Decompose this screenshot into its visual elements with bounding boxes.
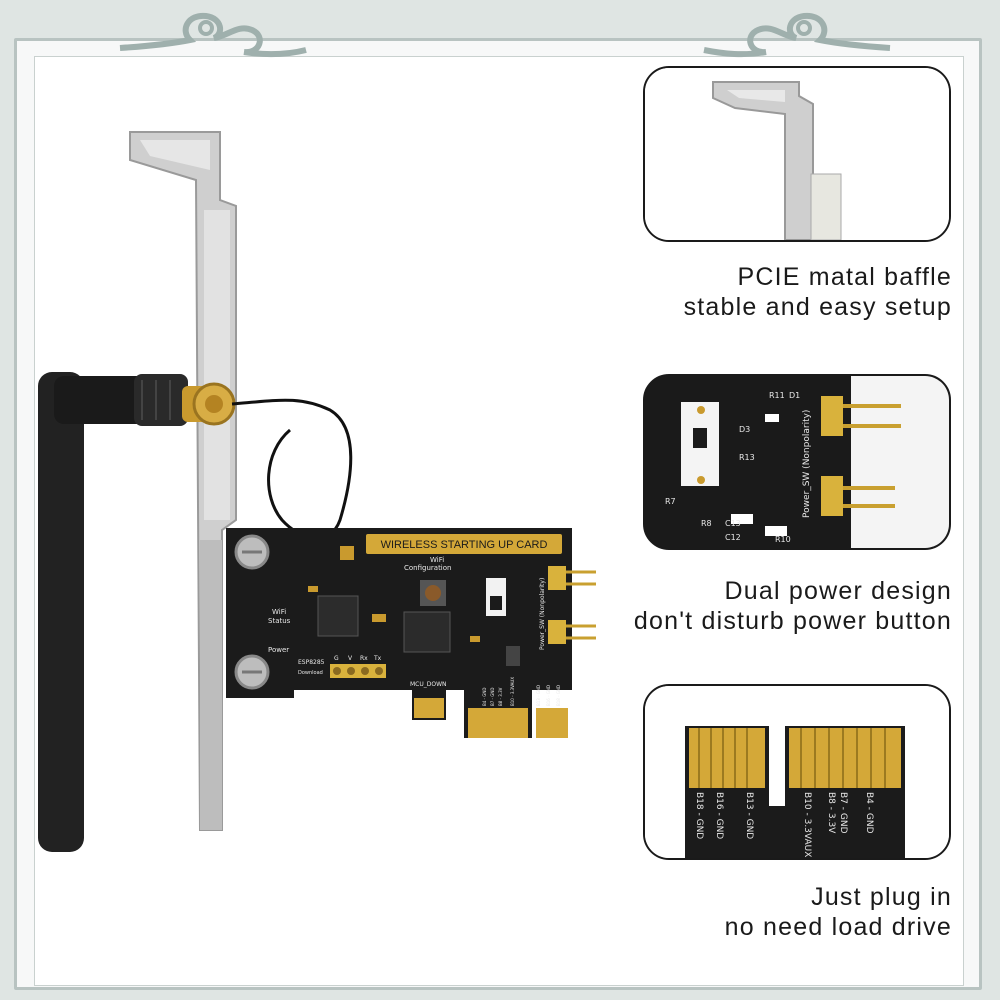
part-label: C13 [725, 519, 741, 528]
part-label: R13 [739, 453, 755, 462]
pin-label-v: V [348, 655, 353, 662]
board-title: WIRELESS STARTING UP CARD [381, 539, 548, 551]
part-label: D1 [789, 391, 800, 400]
pad-label: B4 - GND [864, 792, 874, 834]
sma-connector [182, 382, 236, 426]
antenna [38, 372, 188, 852]
power-label: Power [268, 646, 289, 654]
wifi-status-label2: Status [268, 617, 291, 625]
power-sw-closeup-label: Power_SW (Nonpolarity) [802, 410, 812, 518]
part-label: D3 [739, 425, 750, 434]
cloud-ornament-left [119, 12, 307, 58]
part-label: R10 [775, 535, 791, 544]
pad-label: B10 - 3.3VAUX [802, 792, 812, 857]
feature-caption-3: Just plug in no need load drive [725, 882, 952, 942]
pad-label: B8 - 3.3V [826, 792, 836, 834]
wifi-config-label2: Configuration [404, 564, 451, 572]
power-sw-label: Power_SW (Nonpolarity) [539, 578, 546, 650]
cloud-ornament-right [703, 12, 891, 58]
pad-label: B18 - GND [694, 792, 704, 839]
part-label: C12 [725, 533, 741, 542]
pin-label-g: G [334, 655, 339, 662]
feature-caption-2: Dual power design don't disturb power bu… [634, 576, 952, 636]
feature-2-subtitle: don't disturb power button [633, 607, 952, 635]
mcu-down-label: MCU_DOWN [410, 681, 447, 688]
pad-label: B4 - GND [482, 688, 487, 706]
gold-finger-closeup: B4 - GND B7 - GND B8 - 3.3V B10 - 3.3VAU… [645, 686, 949, 858]
pad-label: B16 - GND [546, 685, 551, 706]
pad-label: B16 - GND [714, 792, 724, 839]
download-label: Download [298, 670, 323, 676]
wifi-config-label: WiFi [430, 556, 444, 564]
part-label: R8 [701, 519, 712, 528]
inset-bracket [643, 66, 951, 242]
part-label: R11 [769, 391, 785, 400]
pad-label: B10 - 3.3VAUX [510, 677, 515, 706]
metal-bracket [129, 131, 237, 831]
feature-3-title: Just plug in [811, 883, 952, 911]
pad-label: B13 - GND [744, 792, 754, 839]
inset-power-header: Power_SW (Nonpolarity) R11 D1 D3 R13 C13… [643, 374, 951, 550]
esp-label: ESP8285 [298, 659, 325, 666]
bracket-closeup [645, 68, 949, 240]
pcb-board: WIRELESS STARTING UP CARD [226, 528, 596, 738]
pad-label: B18 - GND [556, 685, 561, 706]
pad-label: B13 - GND [536, 685, 541, 706]
feature-caption-1: PCIE matal baffle stable and easy setup [684, 262, 952, 322]
feature-3-subtitle: no need load drive [724, 913, 952, 941]
feature-1-subtitle: stable and easy setup [683, 293, 952, 321]
pad-label: B8 - 3.3V [498, 687, 503, 706]
inset-gold-fingers: B4 - GND B7 - GND B8 - 3.3V B10 - 3.3VAU… [643, 684, 951, 860]
pad-label: B7 - GND [490, 688, 495, 706]
feature-2-title: Dual power design [724, 577, 952, 605]
pin-label-tx: Tx [373, 655, 382, 662]
feature-1-title: PCIE matal baffle [737, 263, 952, 291]
part-label: R7 [665, 497, 676, 506]
pad-label: B7 - GND [838, 792, 848, 834]
wifi-status-label: WiFi [272, 608, 286, 616]
power-header-closeup: Power_SW (Nonpolarity) R11 D1 D3 R13 C13… [645, 376, 949, 548]
pin-label-rx: Rx [360, 655, 368, 662]
